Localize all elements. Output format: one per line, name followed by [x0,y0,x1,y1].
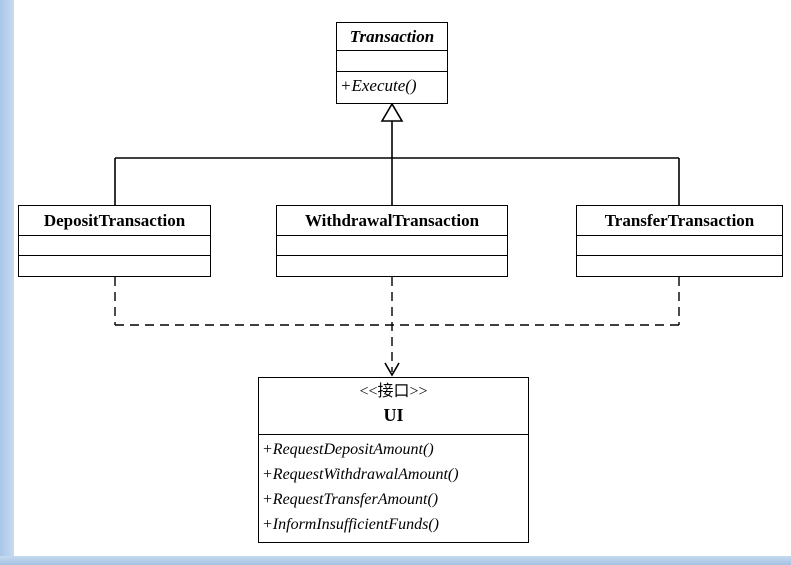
operation-inform-insufficient-funds: +InformInsufficientFunds() [262,516,439,533]
operations-compartment-transfer [577,255,782,275]
class-name-withdrawal: WithdrawalTransaction [304,211,480,230]
dependency-arrowhead [384,362,400,377]
stereotype-label: <<接口>> [359,383,428,400]
attributes-compartment-deposit [19,235,210,255]
operation-execute: +Execute() [340,76,417,95]
operation-request-transfer-amount: +RequestTransferAmount() [262,491,439,508]
operations-compartment-deposit [19,255,210,275]
attributes-compartment-transaction [337,50,447,71]
class-withdrawal-transaction: WithdrawalTransaction [276,205,508,277]
bottom-frame-strip [0,556,791,565]
left-frame-strip [0,0,14,565]
operation-request-withdrawal-amount: +RequestWithdrawalAmount() [262,466,459,483]
interface-name-ui: UI [383,405,404,425]
operations-compartment-transaction: +Execute() [337,71,447,102]
class-transaction: Transaction +Execute() [336,22,448,104]
diagram-canvas: Transaction +Execute() DepositTransactio… [14,0,791,556]
class-name-transfer: TransferTransaction [604,211,755,230]
interface-header-ui: <<接口>> UI [259,378,528,434]
operations-compartment-ui: +RequestDepositAmount() +RequestWithdraw… [259,434,528,541]
attributes-compartment-transfer [577,235,782,255]
attributes-compartment-withdrawal [277,235,507,255]
class-name-deposit: DepositTransaction [43,211,186,230]
class-transfer-transaction: TransferTransaction [576,205,783,277]
generalization-arrowhead [380,102,404,122]
connector-layer [114,102,680,377]
operations-compartment-withdrawal [277,255,507,275]
operation-request-deposit-amount: +RequestDepositAmount() [262,441,434,458]
class-deposit-transaction: DepositTransaction [18,205,211,277]
interface-ui: <<接口>> UI +RequestDepositAmount() +Reque… [258,377,529,543]
class-name-transaction: Transaction [349,27,435,46]
